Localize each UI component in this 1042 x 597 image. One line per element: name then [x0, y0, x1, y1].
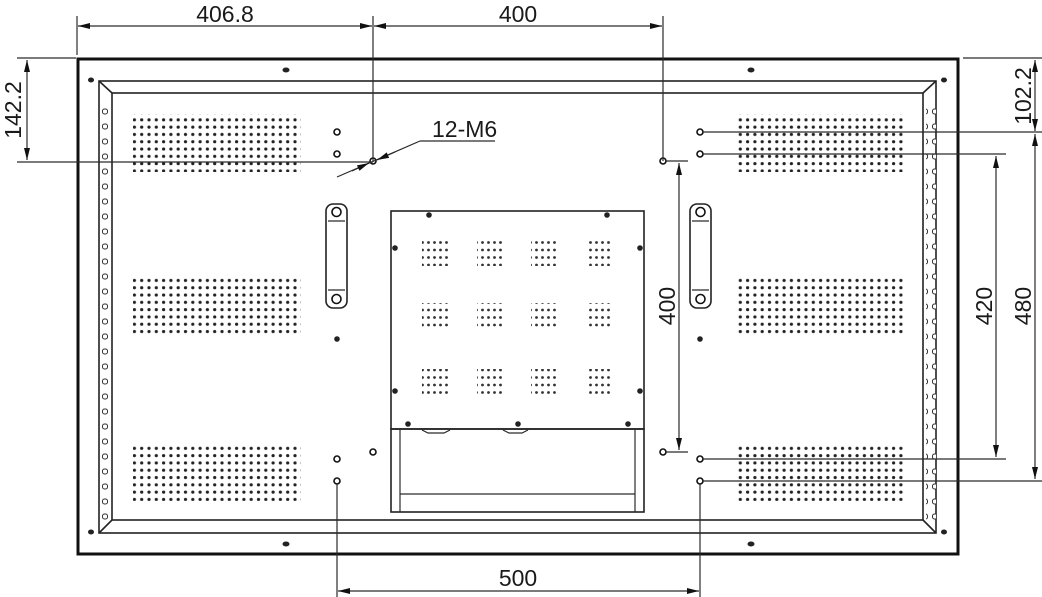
corner-bevel [98, 80, 113, 94]
outer-frame [76, 57, 960, 556]
dimension-label-142-2: 142.2 [0, 81, 26, 139]
vent-bottom-right [736, 443, 904, 501]
dimension-142-2: 142.2 [0, 57, 373, 163]
corner-bevel [922, 519, 937, 534]
dimension-label-406-8: 406.8 [196, 1, 254, 27]
corner-bevel [98, 519, 113, 534]
dimension-label-480: 480 [1010, 287, 1036, 325]
vent-top-left [133, 114, 301, 172]
right-handle [689, 203, 712, 309]
dimension-400-top: 400 [374, 1, 664, 161]
dimension-label-500: 500 [499, 565, 537, 591]
vent-top-right [736, 114, 904, 172]
dimension-102-2: 102.2 [703, 57, 1042, 133]
corner-bevel [922, 80, 937, 94]
clip [502, 429, 529, 434]
vent-middle-right [736, 278, 904, 336]
dimension-400-vertical: 400 [654, 160, 688, 453]
callout-12-m6: 12-M6 [336, 116, 497, 178]
dimension-label-102-2: 102.2 [1010, 67, 1036, 125]
electronics-cover [390, 210, 645, 513]
perimeter-screws [88, 67, 947, 547]
lower-bracket [390, 428, 645, 513]
dimension-label-400-vertical: 400 [654, 287, 680, 325]
mount-holes [333, 128, 704, 485]
display-panel [76, 57, 960, 556]
dimension-480: 480 [703, 134, 1042, 482]
inner-frame [111, 92, 924, 521]
right-rail-slots [926, 100, 936, 520]
clip [421, 429, 451, 434]
vent-middle-left [133, 278, 301, 336]
cover-vents [422, 238, 612, 397]
dimension-420: 420 [703, 153, 1006, 460]
left-rail-slots [99, 100, 109, 520]
left-handle [325, 203, 348, 309]
dimension-500: 500 [336, 484, 701, 597]
callout-label-12-m6: 12-M6 [432, 116, 497, 142]
vent-bottom-left [133, 443, 301, 501]
dimension-label-400-top: 400 [499, 1, 537, 27]
dimension-label-420: 420 [971, 287, 997, 325]
dimension-406-8: 406.8 [76, 1, 374, 161]
vent-grids [133, 114, 904, 501]
